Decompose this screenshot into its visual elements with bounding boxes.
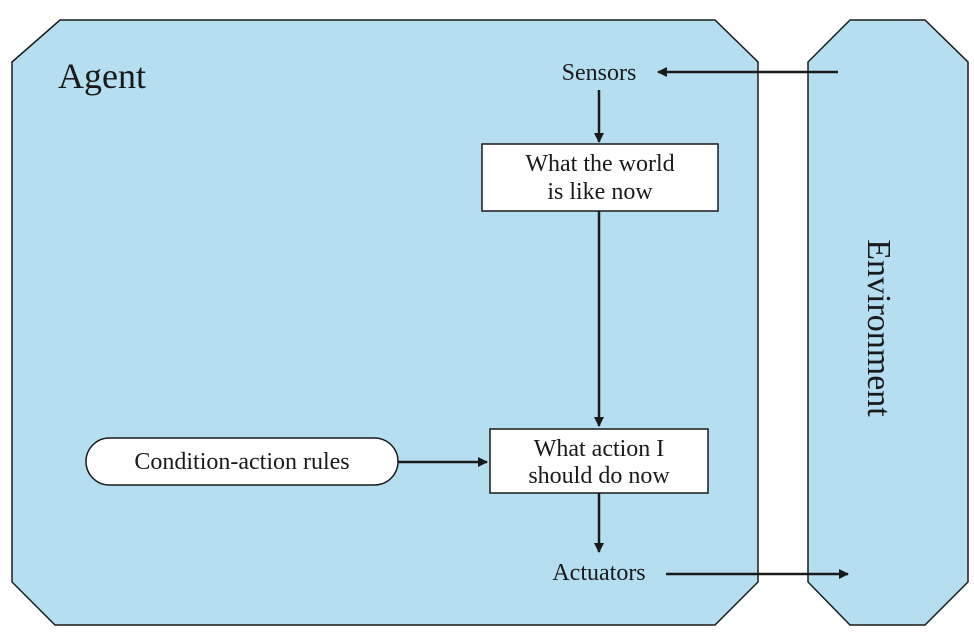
environment-panel	[807, 19, 969, 626]
agent-panel	[11, 19, 759, 626]
action-box: What action I should do now	[489, 428, 709, 494]
condition-action-rules-label: Condition-action rules	[134, 449, 349, 475]
sensors-label: Sensors	[562, 60, 637, 86]
environment-label: Environment	[860, 239, 897, 417]
action-line-1: What action I	[534, 436, 665, 462]
actuators-label: Actuators	[552, 560, 645, 586]
agent-label: Agent	[58, 56, 146, 96]
condition-action-rules-pill: Condition-action rules	[85, 437, 399, 486]
world-state-line-1: What the world	[525, 151, 674, 177]
world-state-box: What the world is like now	[481, 143, 719, 212]
world-state-line-2: is like now	[547, 179, 653, 205]
action-line-2: should do now	[528, 463, 670, 489]
